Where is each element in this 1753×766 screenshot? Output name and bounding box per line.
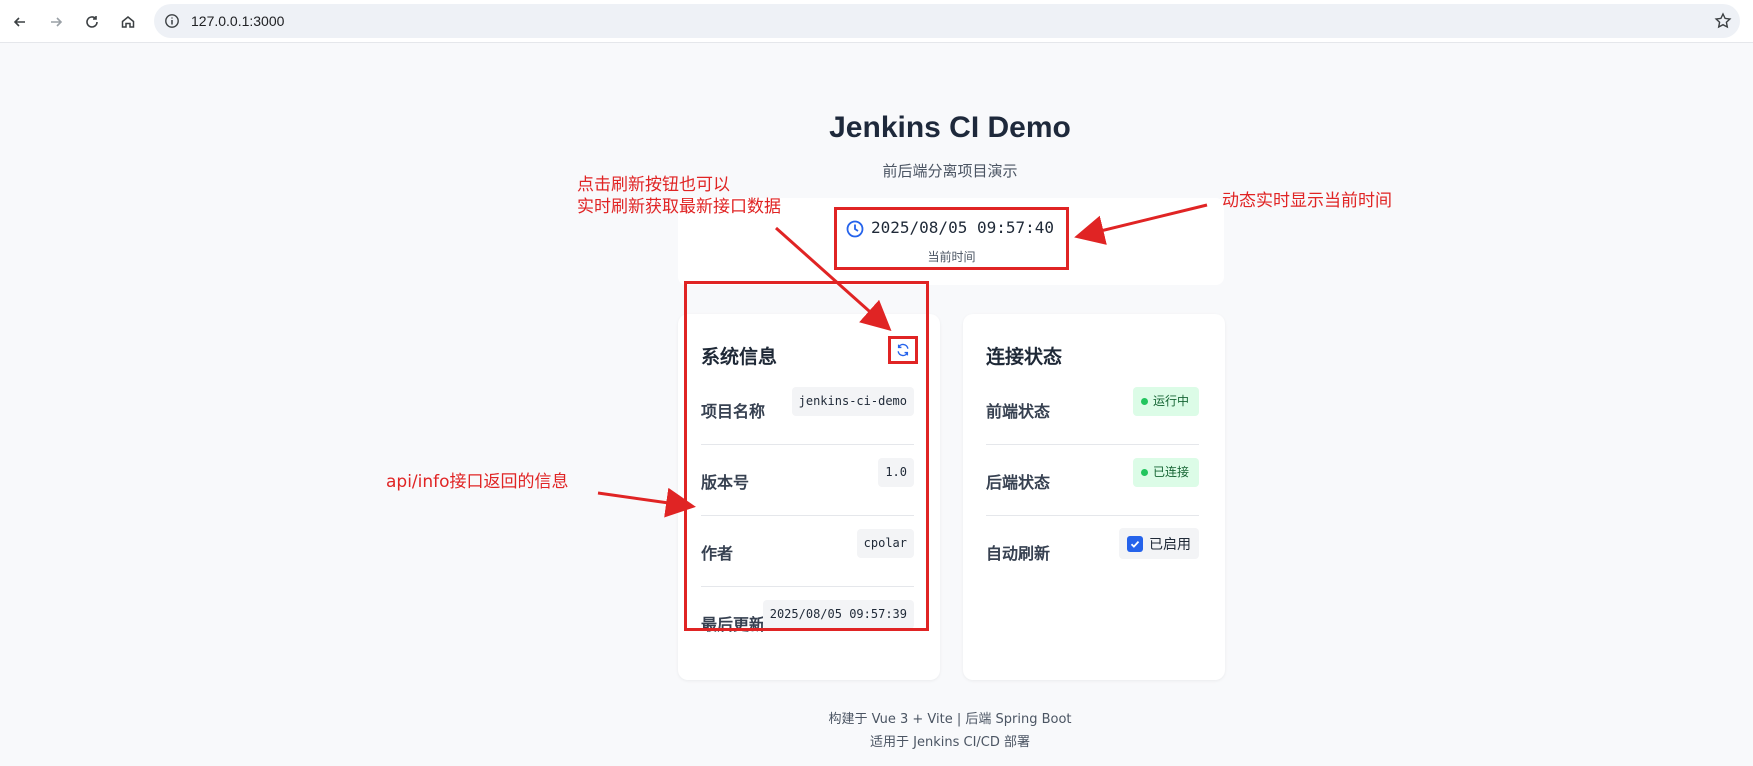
browser-toolbar: 127.0.0.1:3000 xyxy=(0,0,1753,43)
time-display: 2025/08/05 09:57:40 当前时间 xyxy=(834,207,1069,270)
info-value: 2025/08/05 09:57:39 xyxy=(762,600,914,629)
connection-status-title: 连接状态 xyxy=(986,346,1063,368)
info-value: cpolar xyxy=(856,529,914,558)
annotation-api-note: api/info接口返回的信息 xyxy=(386,472,569,492)
info-label: 作者 xyxy=(701,544,734,563)
info-label: 版本号 xyxy=(701,473,750,492)
forward-icon xyxy=(51,17,63,27)
page-title: Jenkins CI Demo xyxy=(829,111,1071,144)
current-time-label: 当前时间 xyxy=(927,250,976,264)
connection-status-card: 连接状态 前端状态 运行中 后端状态 已连接 自动刷新 已启用 xyxy=(963,314,1225,680)
auto-refresh-label: 已启用 xyxy=(1149,536,1191,553)
annotation-refresh-line-1: 点击刷新按钮也可以 xyxy=(577,175,730,195)
status-badge: 已连接 xyxy=(1132,458,1199,487)
back-button[interactable] xyxy=(6,8,34,36)
auto-refresh-toggle[interactable]: 已启用 xyxy=(1119,528,1199,559)
status-label: 后端状态 xyxy=(986,473,1051,492)
refresh-button[interactable] xyxy=(888,336,918,364)
auto-refresh-checkbox[interactable] xyxy=(1127,535,1143,552)
status-badge: 运行中 xyxy=(1132,387,1199,416)
status-row-frontend: 前端状态 运行中 xyxy=(986,374,1199,445)
current-time-value: 2025/08/05 09:57:40 xyxy=(871,218,1055,237)
annotation-frame xyxy=(684,281,929,631)
status-label: 自动刷新 xyxy=(986,544,1051,563)
home-icon xyxy=(121,16,135,28)
forward-button[interactable] xyxy=(42,8,70,36)
annotation-refresh-line-2: 实时刷新获取最新接口数据 xyxy=(577,197,781,217)
back-icon xyxy=(13,17,25,27)
home-button[interactable] xyxy=(114,8,142,36)
reload-button[interactable] xyxy=(78,8,106,36)
star-icon[interactable] xyxy=(1714,12,1732,30)
address-bar[interactable]: 127.0.0.1:3000 xyxy=(154,4,1740,38)
info-icon[interactable] xyxy=(164,13,180,29)
status-row-auto-refresh: 自动刷新 已启用 xyxy=(986,516,1199,587)
clock-icon xyxy=(846,220,864,238)
status-label: 前端状态 xyxy=(986,402,1051,421)
check-icon xyxy=(1130,540,1140,548)
annotation-time-note: 动态实时显示当前时间 xyxy=(1222,191,1392,211)
reload-icon xyxy=(86,16,98,28)
status-row-backend: 后端状态 已连接 xyxy=(986,445,1199,516)
info-value: jenkins-ci-demo xyxy=(791,387,914,416)
info-value: 1.0 xyxy=(878,458,914,487)
footer-line-2: 适用于 Jenkins CI/CD 部署 xyxy=(870,735,1030,750)
page-subtitle: 前后端分离项目演示 xyxy=(882,162,1018,180)
info-row-version: 版本号 1.0 xyxy=(701,445,914,516)
url-text: 127.0.0.1:3000 xyxy=(191,13,285,29)
refresh-icon xyxy=(897,343,909,357)
system-info-card: 系统信息 项目名称 jenkins-ci-demo 版本号 1.0 作者 cpo… xyxy=(678,314,940,680)
annotation-refresh-note: 点击刷新按钮也可以 实时刷新获取最新接口数据 xyxy=(577,174,781,218)
info-row-project-name: 项目名称 jenkins-ci-demo xyxy=(701,374,914,445)
system-info-title: 系统信息 xyxy=(701,346,778,368)
info-row-last-update: 最后更新 2025/08/05 09:57:39 xyxy=(701,587,914,658)
footer-line-1: 构建于 Vue 3 + Vite | 后端 Spring Boot xyxy=(828,712,1072,727)
info-label: 项目名称 xyxy=(701,402,766,421)
info-row-author: 作者 cpolar xyxy=(701,516,914,587)
